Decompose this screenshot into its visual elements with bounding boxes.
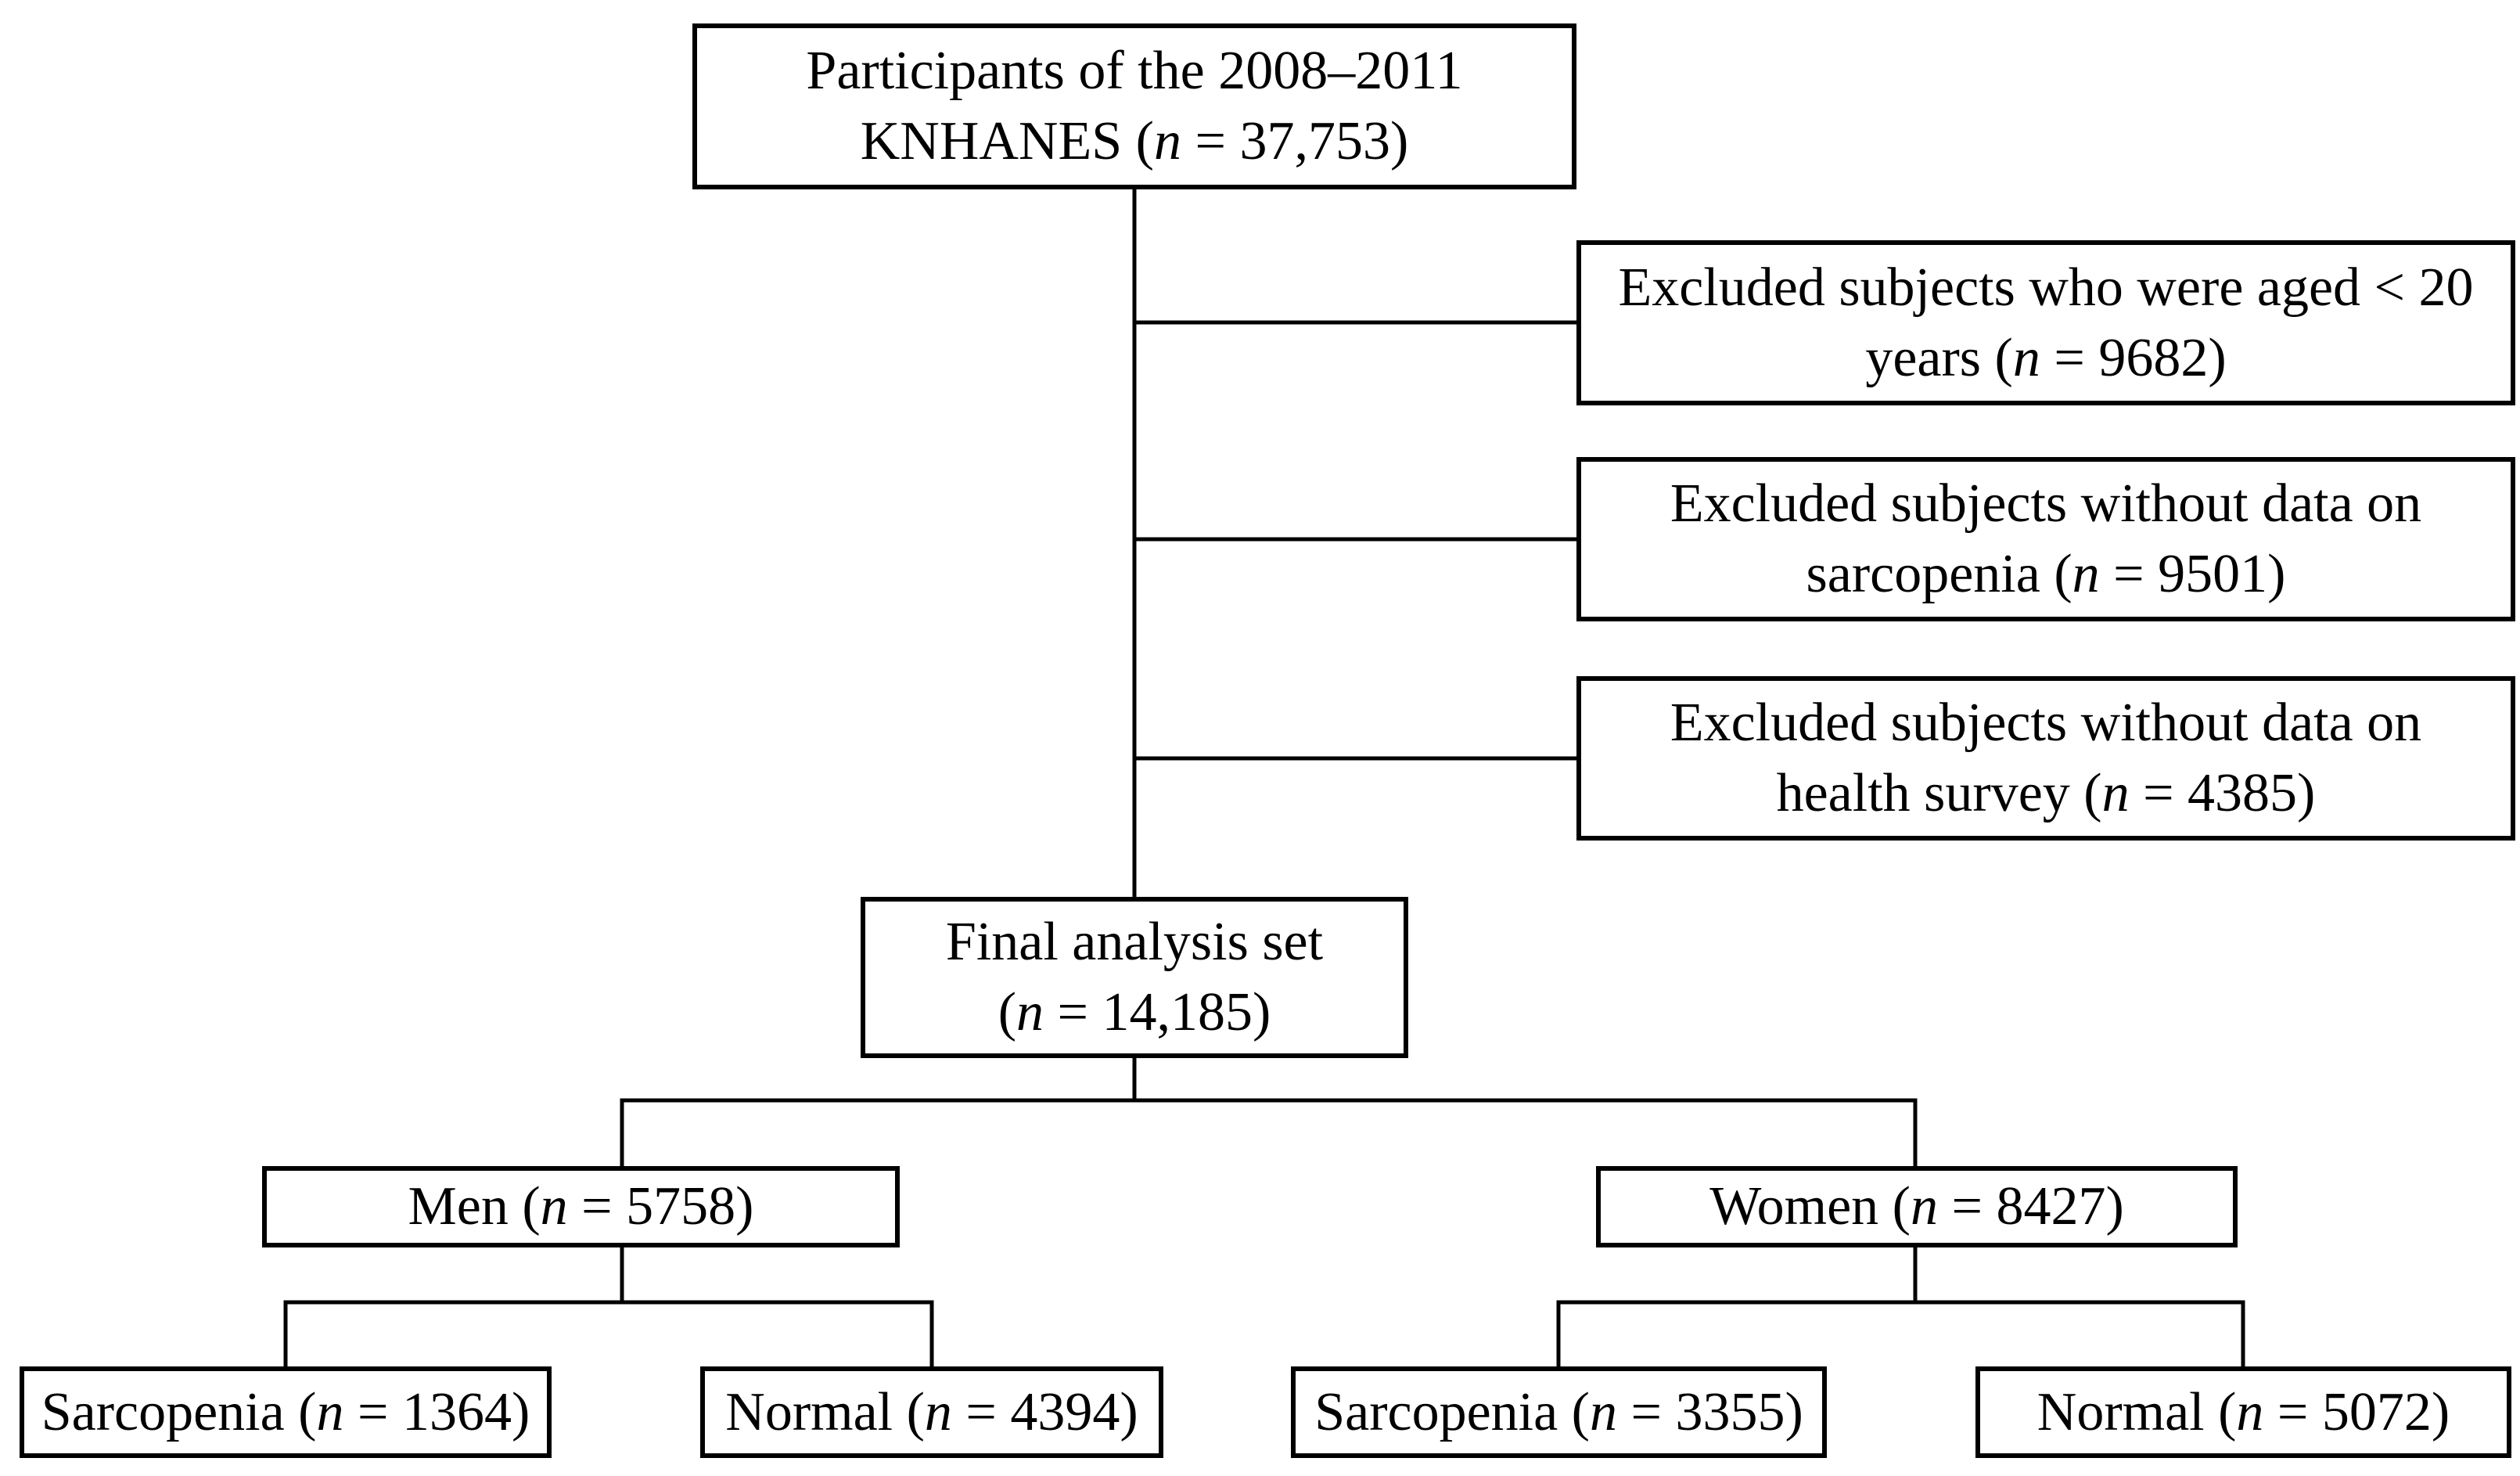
box-excluded-sarcopenia: Excluded subjects without data on sarcop… bbox=[1576, 457, 2515, 621]
women-normal-label: Normal (n = 5072) bbox=[2037, 1377, 2450, 1448]
n-symbol: n bbox=[2012, 327, 2040, 388]
n-symbol: n bbox=[2072, 544, 2100, 604]
final-analysis-line1: Final analysis set bbox=[945, 912, 1324, 973]
label-suffix: = 4385) bbox=[2129, 763, 2316, 823]
excluded-sarcopenia-line1: Excluded subjects without data on bbox=[1670, 473, 2422, 535]
box-participants: Participants of the 2008–2011 KNHANES (n… bbox=[692, 23, 1576, 189]
participants-line2: KNHANES (n = 37,753) bbox=[861, 106, 1409, 177]
label-prefix: Normal ( bbox=[725, 1381, 925, 1442]
label-suffix: = 1364) bbox=[343, 1381, 530, 1442]
n-symbol: n bbox=[1016, 982, 1044, 1042]
box-excluded-health-survey: Excluded subjects without data on health… bbox=[1576, 676, 2515, 841]
men-label: Men (n = 5758) bbox=[408, 1172, 754, 1242]
label-suffix: = 4394) bbox=[951, 1381, 1138, 1442]
label-prefix: Normal ( bbox=[2036, 1381, 2237, 1442]
men-sarcopenia-label: Sarcopenia (n = 1364) bbox=[41, 1377, 530, 1448]
box-men-normal: Normal (n = 4394) bbox=[700, 1366, 1163, 1458]
label-prefix: Sarcopenia ( bbox=[1314, 1381, 1590, 1442]
label-prefix: KNHANES ( bbox=[860, 111, 1154, 171]
label-prefix: Sarcopenia ( bbox=[41, 1381, 317, 1442]
box-men-sarcopenia: Sarcopenia (n = 1364) bbox=[20, 1366, 552, 1458]
box-excluded-age: Excluded subjects who were aged < 20 yea… bbox=[1576, 240, 2515, 405]
label-prefix: sarcopenia ( bbox=[1806, 544, 2072, 604]
n-symbol: n bbox=[1911, 1176, 1938, 1237]
label-suffix: = 5758) bbox=[567, 1176, 754, 1237]
label-prefix: years ( bbox=[1865, 327, 2013, 388]
excluded-age-line1: Excluded subjects who were aged < 20 bbox=[1618, 257, 2474, 318]
n-symbol: n bbox=[1589, 1381, 1617, 1442]
excluded-health-survey-line1: Excluded subjects without data on bbox=[1670, 693, 2422, 754]
label-prefix: Women ( bbox=[1709, 1176, 1911, 1237]
excluded-age-line2: years (n = 9682) bbox=[1865, 323, 2226, 394]
excluded-sarcopenia-line2: sarcopenia (n = 9501) bbox=[1806, 539, 2286, 610]
women-sarcopenia-label: Sarcopenia (n = 3355) bbox=[1314, 1377, 1803, 1448]
n-symbol: n bbox=[540, 1176, 568, 1237]
label-prefix: ( bbox=[998, 982, 1016, 1042]
label-prefix: Men ( bbox=[408, 1176, 541, 1237]
men-normal-label: Normal (n = 4394) bbox=[725, 1377, 1138, 1448]
women-label: Women (n = 8427) bbox=[1709, 1172, 2124, 1242]
label-suffix: = 3355) bbox=[1616, 1381, 1803, 1442]
label-suffix: = 9501) bbox=[2099, 544, 2286, 604]
box-women: Women (n = 8427) bbox=[1596, 1166, 2238, 1247]
n-symbol: n bbox=[2101, 763, 2130, 823]
label-prefix: health survey ( bbox=[1776, 763, 2102, 823]
n-symbol: n bbox=[924, 1381, 952, 1442]
box-women-normal: Normal (n = 5072) bbox=[1975, 1366, 2511, 1458]
participants-line1: Participants of the 2008–2011 bbox=[806, 41, 1463, 102]
n-symbol: n bbox=[1153, 111, 1181, 171]
label-suffix: = 9682) bbox=[2040, 327, 2227, 388]
label-suffix: = 37,753) bbox=[1181, 111, 1409, 171]
label-suffix: = 14,185) bbox=[1044, 982, 1271, 1042]
final-analysis-line2: (n = 14,185) bbox=[998, 977, 1271, 1048]
label-suffix: = 8427) bbox=[1938, 1176, 2124, 1237]
excluded-health-survey-line2: health survey (n = 4385) bbox=[1777, 758, 2316, 829]
box-final-analysis: Final analysis set (n = 14,185) bbox=[861, 897, 1408, 1058]
n-symbol: n bbox=[316, 1381, 344, 1442]
label-suffix: = 5072) bbox=[2263, 1381, 2450, 1442]
box-women-sarcopenia: Sarcopenia (n = 3355) bbox=[1291, 1366, 1827, 1458]
box-men: Men (n = 5758) bbox=[262, 1166, 900, 1247]
n-symbol: n bbox=[2236, 1381, 2264, 1442]
